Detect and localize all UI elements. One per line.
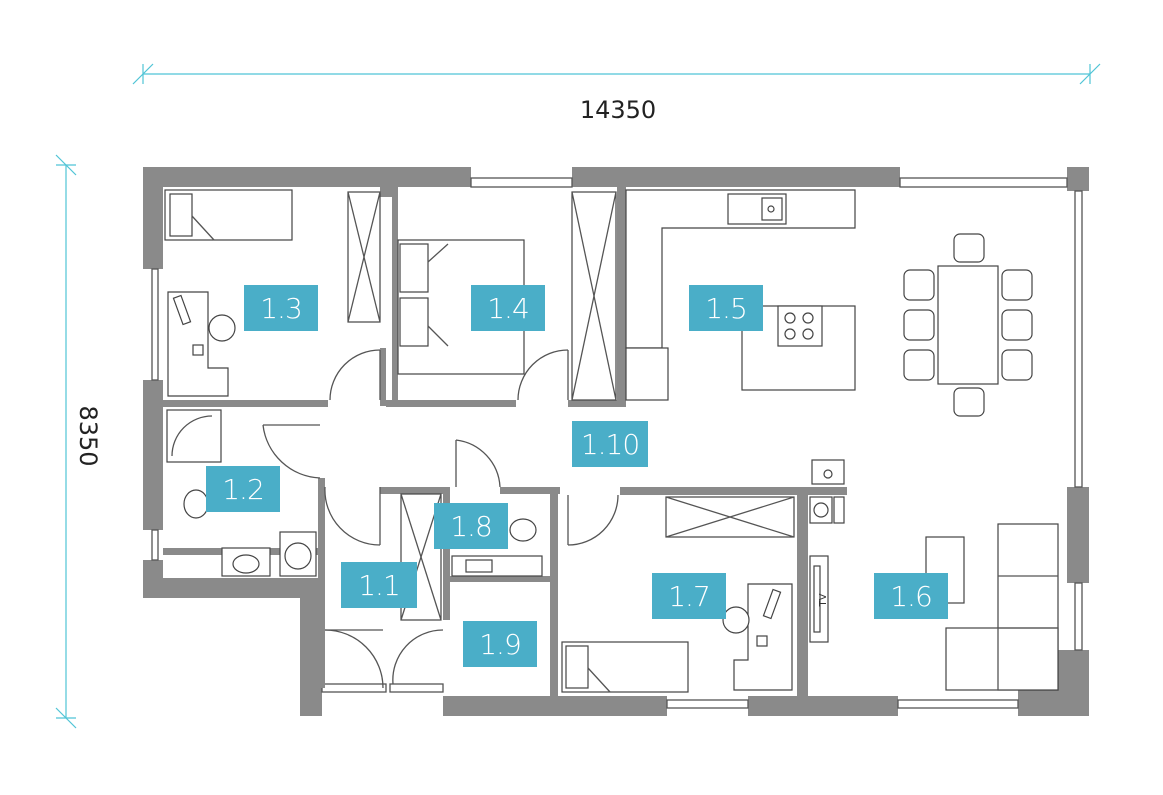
height-dimension-label: 8350	[74, 405, 102, 466]
room-label-1-1: 1.1	[341, 562, 417, 608]
tv-label: TV	[818, 593, 829, 607]
windows	[151, 177, 1083, 709]
room-label-1-2: 1.2	[206, 466, 280, 512]
living-room-furniture: TV	[809, 459, 1059, 691]
room-label-1-6: 1.6	[874, 573, 948, 619]
width-dimension-label: 14350	[580, 96, 656, 124]
height-dimension: 8350	[55, 154, 102, 729]
bathroom-fixtures	[166, 409, 543, 577]
room-label-1-9: 1.9	[463, 621, 537, 667]
room-label-1-5: 1.5	[689, 285, 763, 331]
dining-set	[903, 233, 1033, 417]
room-label-1-10: 1.10	[572, 421, 648, 467]
room-label-1-4: 1.4	[471, 285, 545, 331]
interior-walls	[163, 187, 847, 696]
room-label-1-3: 1.3	[244, 285, 318, 331]
desks	[167, 291, 793, 691]
width-dimension: 14350	[132, 63, 1101, 124]
doors	[262, 349, 619, 689]
room-label-1-8: 1.8	[434, 503, 508, 549]
wardrobes	[347, 191, 795, 621]
room-label-1-7: 1.7	[652, 573, 726, 619]
